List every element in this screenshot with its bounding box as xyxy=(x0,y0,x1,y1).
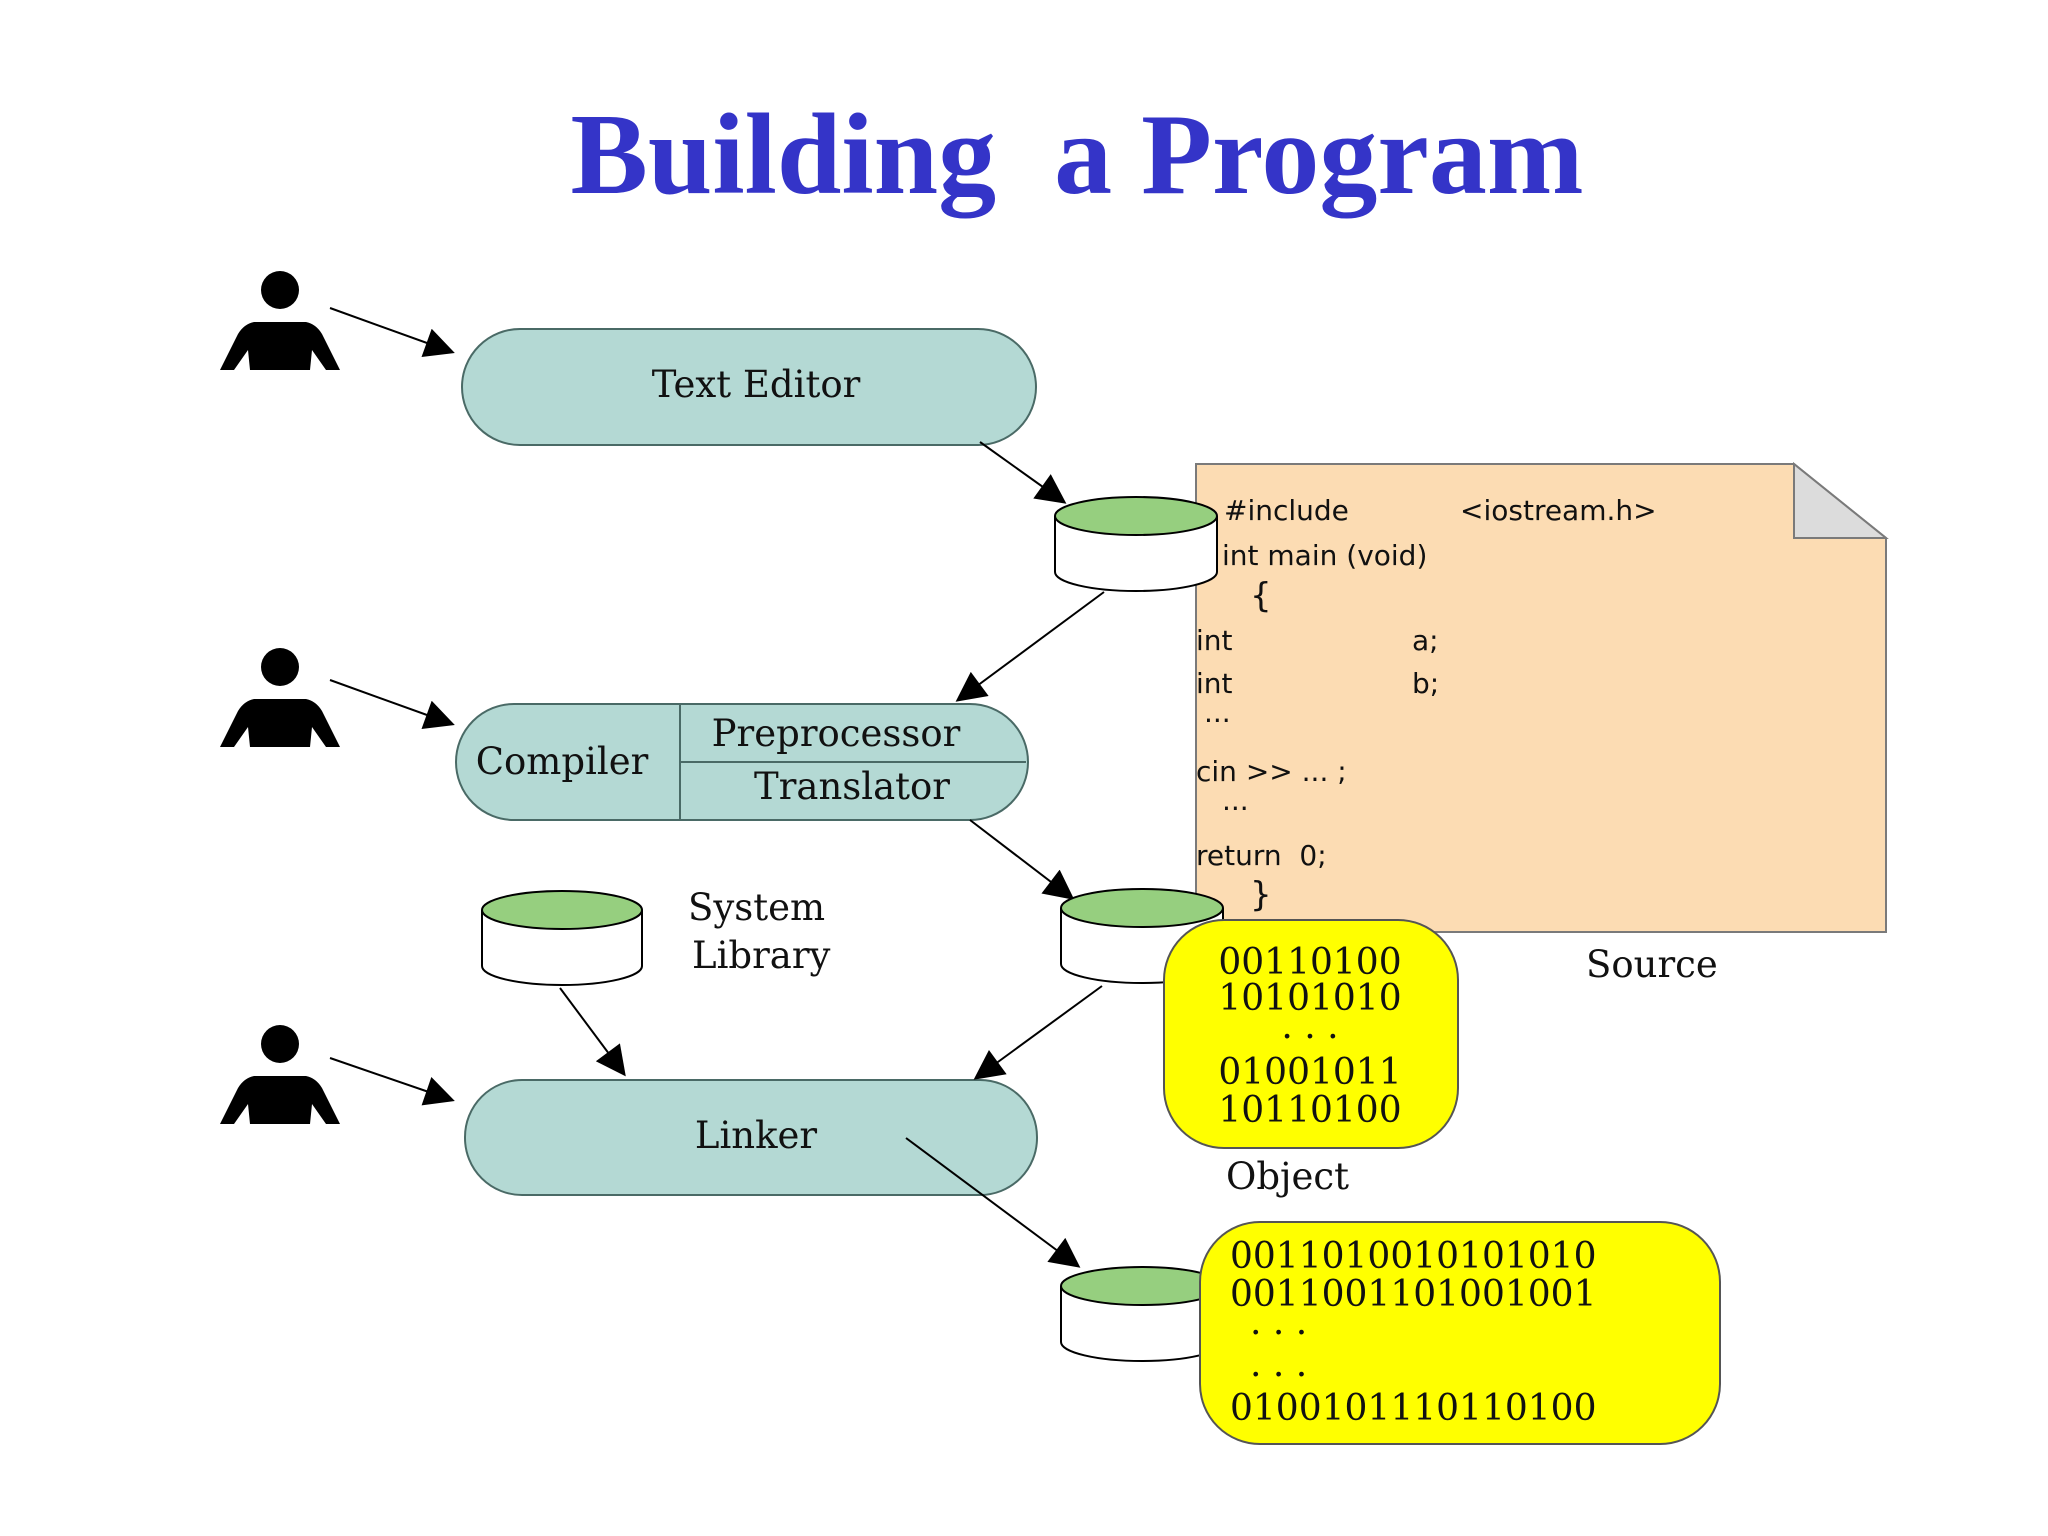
exec-line-2: 0011001101001001 xyxy=(1230,1274,1596,1315)
flow-arrow xyxy=(979,441,1067,504)
code-cin: cin >> ... ; xyxy=(1196,755,1347,788)
object-line-4: 01001011 xyxy=(1218,1052,1401,1093)
code-var-b: b; xyxy=(1412,667,1439,700)
object-line-5: 10110100 xyxy=(1218,1090,1401,1131)
code-return: return 0; xyxy=(1196,839,1327,872)
page-title: Building a Program xyxy=(571,91,1584,219)
exec-line-5: 0100101110110100 xyxy=(1230,1388,1596,1429)
compiler-label: Compiler xyxy=(476,740,649,783)
object-box: 00110100 10101010 . . . 01001011 1011010… xyxy=(1163,919,1459,1149)
code-open-brace: { xyxy=(1250,576,1272,616)
flow-arrow xyxy=(969,819,1075,900)
disk-icon xyxy=(1054,496,1218,592)
source-document: #include <iostream.h> int main (void) { … xyxy=(1195,461,1889,933)
linker-process: Linker xyxy=(464,1079,1038,1196)
code-dots-2: ... xyxy=(1222,784,1249,817)
person-arrow xyxy=(329,307,455,357)
flow-arrow xyxy=(973,985,1103,1080)
exec-line-4: . . . xyxy=(1250,1344,1307,1385)
flow-arrow xyxy=(905,1137,1081,1268)
code-main: int main (void) xyxy=(1222,539,1427,572)
executable-box: 0011010010101010 0011001101001001 . . . … xyxy=(1199,1221,1721,1445)
object-line-2: 10101010 xyxy=(1218,978,1401,1019)
code-header: <iostream.h> xyxy=(1460,494,1657,527)
system-library-line2: Library xyxy=(692,934,831,977)
exec-line-1: 0011010010101010 xyxy=(1230,1236,1596,1277)
flow-arrow xyxy=(955,591,1105,702)
system-library-line1: System xyxy=(688,886,825,929)
object-label: Object xyxy=(1226,1155,1349,1198)
code-int-a: int xyxy=(1196,624,1233,657)
code-close-brace: } xyxy=(1250,875,1272,915)
disk-icon xyxy=(1060,1266,1224,1362)
code-var-a: a; xyxy=(1412,624,1439,657)
text-editor-label: Text Editor xyxy=(652,363,861,406)
object-line-1: 00110100 xyxy=(1218,942,1401,983)
linker-label: Linker xyxy=(695,1114,818,1157)
disk-icon xyxy=(481,890,643,986)
text-editor-process: Text Editor xyxy=(461,328,1037,446)
object-line-3: . . . xyxy=(1281,1006,1338,1047)
preprocessor-label: Preprocessor xyxy=(712,712,961,755)
compiler-process: Compiler Preprocessor Translator xyxy=(455,703,1029,821)
person-icon xyxy=(220,648,340,747)
person-arrow xyxy=(329,679,455,729)
person-icon xyxy=(220,271,340,370)
code-dots-1: ... xyxy=(1204,696,1231,729)
source-label: Source xyxy=(1586,943,1718,986)
flow-arrow xyxy=(559,987,626,1077)
person-arrow xyxy=(329,1057,455,1106)
person-icon xyxy=(220,1025,340,1124)
translator-label: Translator xyxy=(754,765,950,808)
code-int-b: int xyxy=(1196,667,1233,700)
exec-line-3: . . . xyxy=(1250,1302,1307,1343)
code-include: #include xyxy=(1224,494,1349,527)
